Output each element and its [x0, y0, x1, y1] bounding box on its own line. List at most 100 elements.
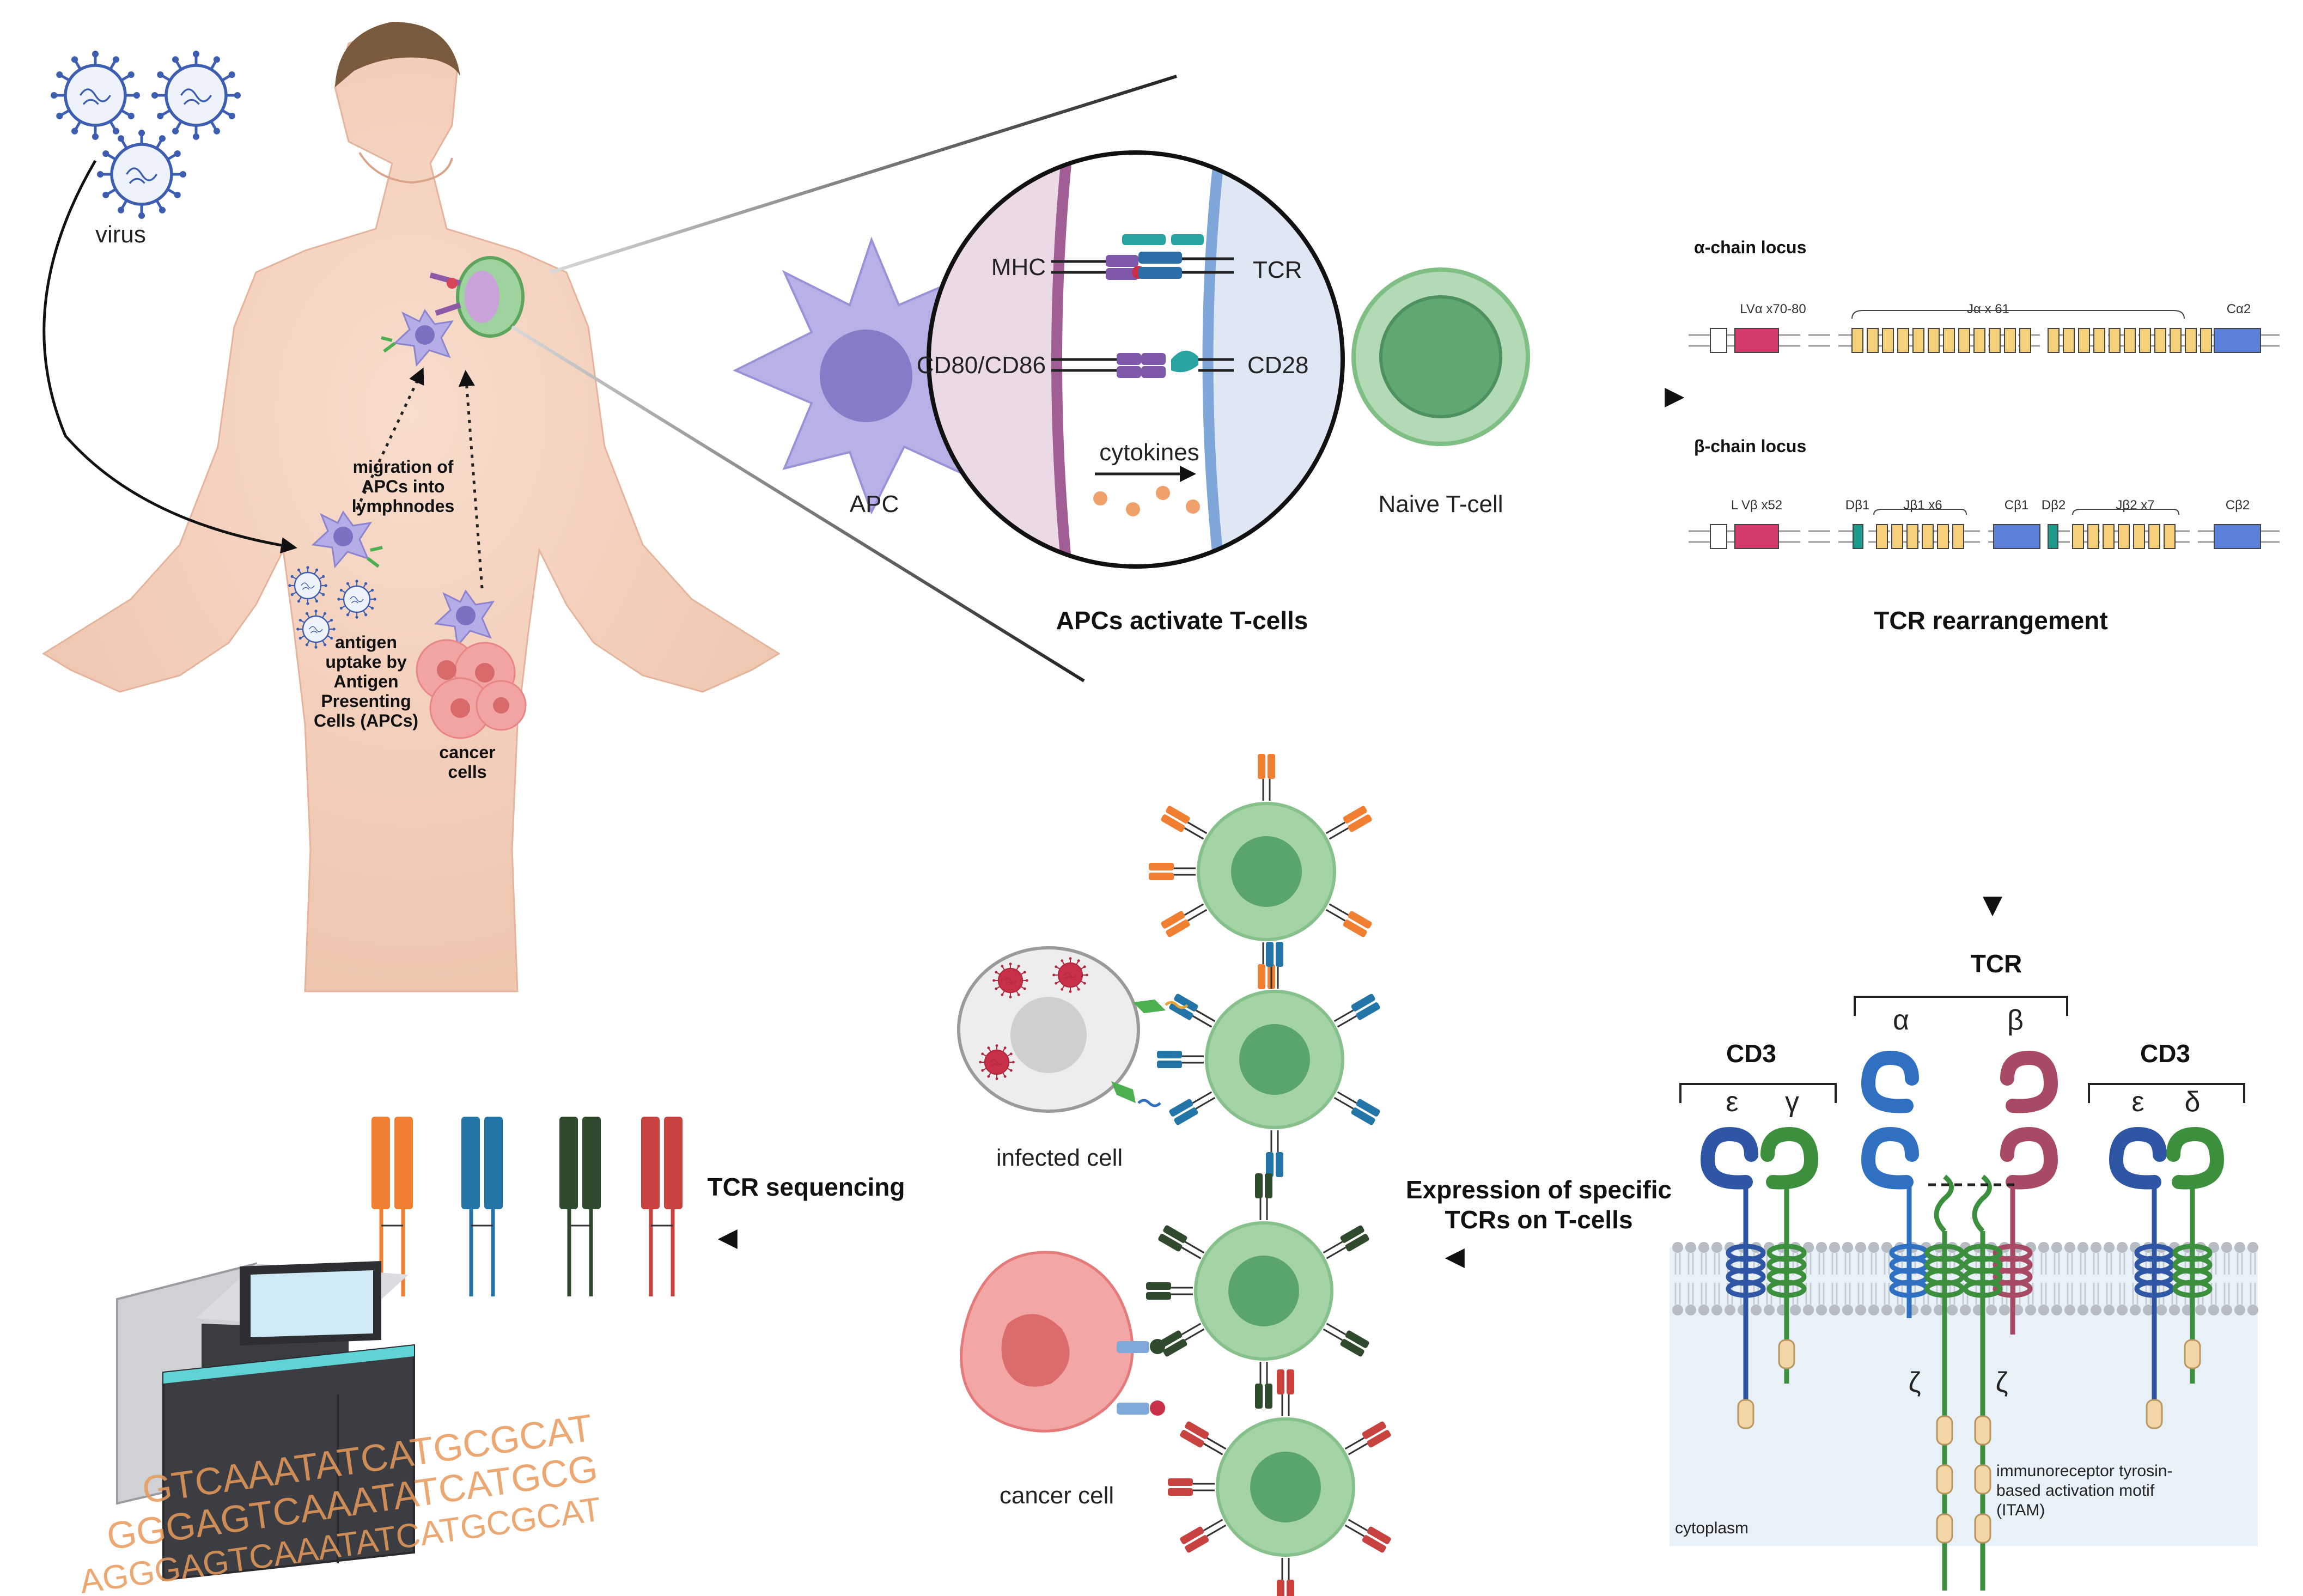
- lymph-node: [429, 256, 525, 338]
- cd80-cd86-label: CD80/CD86: [917, 352, 1046, 379]
- tcr-receptor: [1323, 1225, 1369, 1259]
- zoom-line-top: [550, 75, 1177, 274]
- gene-label: Jβ2 x7: [2116, 498, 2154, 513]
- j-beta1-segment: [1922, 524, 1934, 549]
- virus-icon: [51, 51, 140, 140]
- naive-t-cell: [1351, 267, 1530, 446]
- j-alpha-segment: [2063, 328, 2075, 353]
- virus-icon: [1052, 957, 1088, 993]
- ig-domain: [2000, 1126, 2058, 1190]
- j-alpha-segment: [1973, 328, 1985, 353]
- itam-motif: [1778, 1339, 1795, 1369]
- t-cell: [1149, 754, 1372, 989]
- t-cell: [1168, 1369, 1391, 1596]
- gene-label: Jβ1 x6: [1903, 498, 1942, 513]
- tcr-receptor: [1255, 1173, 1272, 1220]
- tcr-receptor: [1344, 1519, 1391, 1553]
- tcr-complex-label: TCR: [1971, 949, 2022, 978]
- ig-domain: [2109, 1126, 2167, 1190]
- t-cell: [1157, 942, 1380, 1177]
- human-body-panel: virus: [42, 22, 781, 992]
- j-beta2-segment: [2103, 524, 2115, 549]
- j-alpha-segment: [1928, 328, 1940, 353]
- j-alpha-segment: [1943, 328, 1955, 353]
- tcr-cd3-chains: [1700, 1050, 2225, 1591]
- ig-domain: [1861, 1126, 1919, 1190]
- v-beta-gene: [1734, 524, 1779, 549]
- j-alpha-segment: [2154, 328, 2166, 353]
- j-alpha-segment: [2078, 328, 2090, 353]
- zeta-tail: [1934, 1174, 1954, 1233]
- itam-motif: [1974, 1415, 1991, 1446]
- tcr-label: TCR: [1253, 257, 1302, 283]
- beta-chain-label: β: [2007, 1004, 2024, 1036]
- j-beta1-segment: [1891, 524, 1903, 549]
- j-beta2-segment: [2133, 524, 2145, 549]
- tm-coil: [1924, 1280, 1965, 1298]
- svg-text:Cells (APCs): Cells (APCs): [314, 711, 418, 730]
- j-alpha-segment: [2109, 328, 2121, 353]
- j-alpha-segment: [1867, 328, 1879, 353]
- zeta-right-label: ζ: [1996, 1367, 2008, 1398]
- tcr-receptor: [1157, 1051, 1204, 1068]
- svg-text:(ITAM): (ITAM): [1996, 1501, 2045, 1519]
- expression-caption: Expression of specific TCRs on T-cells: [1406, 1175, 1672, 1234]
- j-alpha-segment: [2170, 328, 2182, 353]
- v-alpha-gene: [1734, 328, 1779, 353]
- tcr-receptor: [1344, 1421, 1391, 1455]
- apcs-activate-caption: APCs activate T-cells: [1056, 606, 1308, 635]
- infected-cell-label: infected cell: [996, 1144, 1123, 1171]
- leader-box: [1710, 524, 1727, 549]
- svg-text:lymphnodes: lymphnodes: [352, 496, 454, 516]
- delta-label: δ: [2185, 1086, 2201, 1118]
- tcr-receptor: [1149, 863, 1196, 880]
- gene-label: Dβ2: [2042, 498, 2066, 513]
- ig-domain: [1861, 1050, 1919, 1113]
- cancer-cells-label: cancer cells: [439, 742, 495, 782]
- tcr-receptor: [1169, 1091, 1216, 1125]
- tcr-receptor: [1168, 1478, 1215, 1496]
- tcr-receptor: [1277, 1369, 1294, 1416]
- j-beta2-segment: [2148, 524, 2160, 549]
- j-alpha-segment: [1958, 328, 1970, 353]
- apc-label: APC: [850, 491, 899, 517]
- sequenced-tcr: [559, 1117, 601, 1296]
- svg-text:Presenting: Presenting: [321, 691, 411, 711]
- virus-icon: [337, 580, 376, 619]
- zeta-left-label: ζ: [1909, 1367, 1921, 1398]
- sequencer-machine: [116, 1261, 415, 1581]
- j-alpha-segment: [1851, 328, 1863, 353]
- ig-domain: [1760, 1126, 1819, 1190]
- apc-cell-cancer: [434, 589, 495, 648]
- migration-label: migration of APCs into lymphnodes: [352, 457, 454, 516]
- cancer-cell: [960, 1251, 1165, 1433]
- tcr-receptor: [1146, 1282, 1193, 1300]
- gene-label: L Vβ x52: [1731, 498, 1782, 513]
- itam-motif: [1936, 1415, 1953, 1446]
- gene-label: Cβ1: [2005, 498, 2028, 513]
- svg-text:cancer: cancer: [439, 742, 495, 762]
- j-alpha-segment: [2185, 328, 2197, 353]
- cancer-cell-label: cancer cell: [1000, 1482, 1114, 1509]
- tcr-receptor: [1161, 903, 1208, 937]
- tm-coil: [1766, 1280, 1807, 1298]
- itam-motif: [1974, 1513, 1991, 1544]
- svg-text:based activation motif: based activation motif: [1996, 1482, 2155, 1500]
- itam-motif: [2146, 1399, 2163, 1429]
- cd3-left-label: CD3: [1726, 1039, 1776, 1068]
- apc-cell-migrating: [311, 510, 383, 569]
- tcr-receptor: [1161, 806, 1208, 840]
- tcr-receptor: [1255, 1362, 1272, 1409]
- svg-text:TCRs on T-cells: TCRs on T-cells: [1445, 1205, 1632, 1234]
- expression-panel: infected cell cancer cell: [957, 754, 1391, 1596]
- gene-label: LVα x70-80: [1740, 302, 1806, 316]
- c-beta1-gene: [1993, 524, 2040, 549]
- antigen-uptake-label: antigen uptake by Antigen Presenting Cel…: [314, 632, 418, 730]
- gene-label: Cβ2: [2226, 498, 2250, 513]
- tcr-receptor: [1325, 806, 1372, 840]
- alpha-chain-label: α: [1893, 1004, 1909, 1036]
- zoom-line-bottom: [511, 325, 1085, 683]
- synapse-panel: APC: [733, 150, 1530, 635]
- cd3-right-label: CD3: [2140, 1039, 2190, 1068]
